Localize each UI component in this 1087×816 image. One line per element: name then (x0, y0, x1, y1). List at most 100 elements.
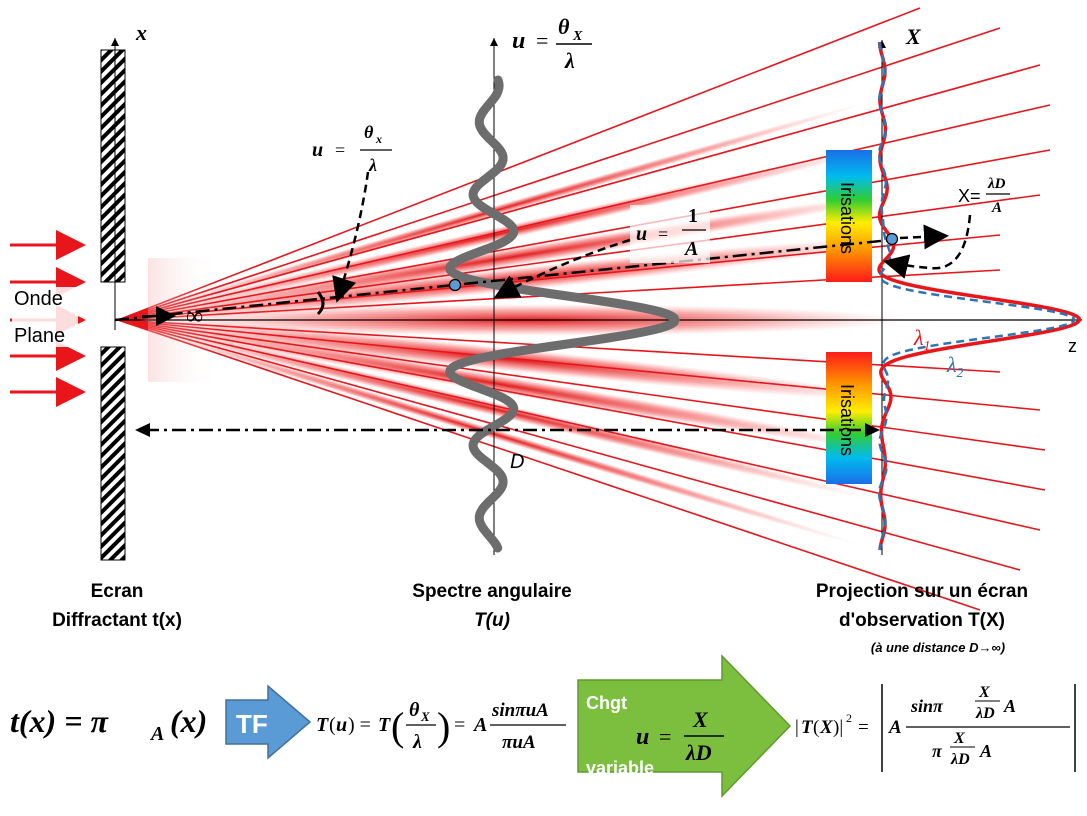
X-lambdaD-over-A-annotation: X= λD A (958, 176, 1010, 216)
svg-text:X: X (572, 29, 583, 44)
formula-chgt: u = X λD (636, 707, 724, 765)
diffraction-ray (117, 319, 1021, 571)
svg-text:T: T (316, 714, 329, 736)
svg-text:A: A (979, 741, 992, 761)
projection-caption-line3: (à une distance D→∞) (871, 640, 1005, 655)
spectrum-caption-line1: Spectre angulaire (412, 581, 571, 602)
theta-angle-arc (316, 291, 325, 316)
upper-irisation-bar (826, 150, 872, 282)
plane-label: Plane (14, 325, 65, 347)
svg-text:A: A (472, 714, 487, 736)
X-point-pointer (899, 224, 949, 250)
diffraction-ray (117, 64, 1041, 321)
svg-text:2: 2 (846, 711, 852, 725)
svg-text:X: X (978, 684, 990, 701)
tf-label: TF (236, 709, 268, 739)
u-theta-x-pointer (332, 171, 370, 303)
svg-text:A: A (683, 238, 698, 260)
svg-text:1: 1 (688, 205, 698, 227)
svg-text:π: π (932, 741, 943, 761)
diffraction-ray (117, 27, 1001, 321)
z-axis-label: z (1068, 336, 1077, 356)
svg-text:θ: θ (364, 122, 374, 142)
u-one-over-A-annotation: u = 1 A (636, 205, 706, 260)
diffraction-ray (117, 319, 1041, 411)
distance-D-arrow-left (135, 423, 150, 437)
variable-label: variable (586, 758, 654, 778)
svg-text:λD: λD (975, 705, 995, 722)
lambda2-label: λ2 (946, 352, 964, 381)
svg-text:A: A (149, 723, 164, 745)
u-one-over-A-pointer (493, 238, 631, 299)
screen-caption-line2: Diffractant t(x) (52, 610, 182, 631)
svg-text:X: X (692, 707, 709, 732)
svg-text:sinπuA: sinπuA (491, 700, 549, 721)
distance-D-label: D (510, 451, 524, 473)
svg-text:|: | (795, 717, 799, 738)
variable-change-arrow (577, 654, 792, 798)
svg-text:λD: λD (987, 176, 1006, 192)
diffraction-ray (117, 319, 981, 611)
svg-text:u: u (636, 223, 647, 245)
svg-text:): ) (437, 704, 450, 749)
infinity-symbol: ∞ (186, 304, 203, 330)
svg-text:(: ( (813, 717, 819, 738)
svg-text:u: u (512, 28, 525, 54)
svg-text:u: u (312, 139, 323, 161)
spectrum-zero-point (448, 278, 462, 292)
u-axis-arrow (490, 38, 498, 46)
svg-text:πuA: πuA (502, 732, 536, 753)
svg-text:A: A (991, 200, 1002, 216)
intensity-curve-lambda1 (877, 42, 1082, 551)
projection-caption-line2: d'observation T(X) (839, 610, 1005, 631)
svg-text:)|: )| (833, 717, 843, 738)
svg-text:u: u (636, 724, 649, 750)
svg-text:t(x) = π: t(x) = π (10, 703, 109, 739)
svg-text:(: ( (391, 704, 404, 749)
spectrum-caption-line2: T(u) (474, 610, 510, 631)
diffraction-ray (117, 319, 1041, 531)
svg-text:T: T (801, 717, 814, 738)
tf-arrow (225, 684, 312, 760)
svg-text:θ: θ (409, 699, 420, 721)
svg-text:=: = (536, 28, 548, 53)
svg-text:λ: λ (412, 731, 422, 753)
u-theta-x-annotation: u = θ x λ (312, 122, 392, 175)
svg-text:(x): (x) (170, 703, 207, 739)
svg-text:=: = (335, 140, 345, 160)
onde-label: Onde (14, 288, 63, 310)
X-formula-pointer (883, 214, 972, 279)
screen-upper-half (100, 49, 126, 283)
svg-text:=: = (658, 224, 668, 244)
formula-Tu: T ( u ) = T ( θ X λ ) = A sinπuA πuA (316, 699, 566, 753)
svg-text:x: x (375, 132, 382, 146)
lower-irisation-label: Irisations (837, 384, 857, 456)
diffraction-ray (117, 319, 1046, 491)
svg-text:sinπ: sinπ (910, 696, 944, 716)
lower-irisation-bar (826, 352, 872, 484)
svg-text:X: X (819, 717, 834, 738)
u-one-over-A-background (630, 205, 710, 263)
u-axis-label: u = θ X λ (512, 14, 592, 73)
svg-text:X: X (420, 709, 430, 724)
svg-text:=: = (659, 724, 671, 749)
svg-text:θ: θ (558, 14, 570, 39)
screen-lower-half (100, 346, 126, 561)
svg-text:A: A (888, 717, 902, 738)
diffraction-ray (117, 104, 1051, 321)
diffraction-lobe (117, 147, 881, 321)
projection-caption-line1: Projection sur un écran (816, 581, 1028, 602)
formula-TX: | T ( X )| 2 = A sinπ X λD A π X λD A (795, 684, 1076, 772)
svg-text:u: u (336, 714, 347, 736)
svg-text:λ: λ (564, 48, 575, 73)
diffraction-ray (117, 7, 921, 321)
formula-tx: t(x) = π A (x) (10, 703, 207, 745)
incident-arrows (10, 230, 86, 407)
x-axis-arrow (111, 38, 119, 46)
svg-text:) =: ) = (348, 714, 371, 736)
screen-caption-line1: Ecran (91, 581, 144, 602)
svg-text:(: ( (329, 714, 336, 736)
svg-text:X=: X= (958, 186, 981, 206)
diffraction-ray (117, 319, 1046, 451)
